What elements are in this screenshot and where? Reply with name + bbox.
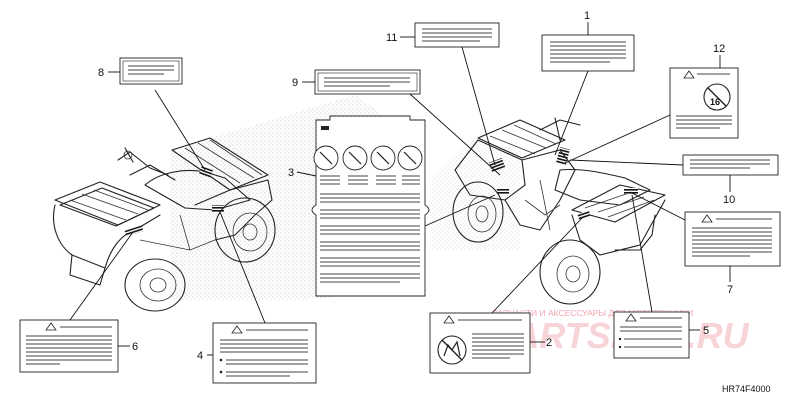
label-12-age-number: 16 bbox=[710, 97, 720, 107]
label-3 bbox=[311, 115, 430, 297]
watermark-caption: ЗАПЧАСТИ И АКСЕССУАРЫ ДЛЯ МОТОТЕХНИКИ bbox=[492, 308, 693, 318]
label-6 bbox=[19, 319, 119, 373]
callout-5: 5 bbox=[703, 325, 709, 337]
left-atv-drawing bbox=[53, 137, 276, 312]
right-atv-drawing bbox=[452, 117, 666, 305]
part-code: HR74F4000 bbox=[722, 384, 771, 394]
callout-2: 2 bbox=[546, 337, 552, 349]
leader-lines bbox=[69, 22, 731, 356]
callout-11: 11 bbox=[386, 32, 397, 44]
label-11 bbox=[414, 22, 500, 48]
callout-6: 6 bbox=[132, 341, 138, 353]
label-9 bbox=[314, 69, 421, 95]
callout-8: 8 bbox=[98, 67, 104, 79]
callout-1: 1 bbox=[584, 10, 590, 22]
label-10 bbox=[682, 154, 779, 176]
label-8 bbox=[119, 57, 183, 85]
label-5 bbox=[613, 311, 690, 359]
callout-3: 3 bbox=[288, 167, 294, 179]
label-12: 16 bbox=[669, 67, 739, 139]
label-1 bbox=[541, 34, 635, 72]
callout-7: 7 bbox=[727, 284, 733, 296]
callout-10: 10 bbox=[723, 194, 735, 206]
label-2 bbox=[429, 312, 531, 374]
callout-9: 9 bbox=[292, 77, 298, 89]
callout-numbers: 1 2 3 4 5 6 7 8 9 10 11 12 bbox=[98, 10, 735, 362]
callout-4: 4 bbox=[197, 350, 203, 362]
callout-12: 12 bbox=[713, 43, 725, 55]
label-7 bbox=[684, 211, 781, 267]
label-4 bbox=[212, 322, 317, 384]
